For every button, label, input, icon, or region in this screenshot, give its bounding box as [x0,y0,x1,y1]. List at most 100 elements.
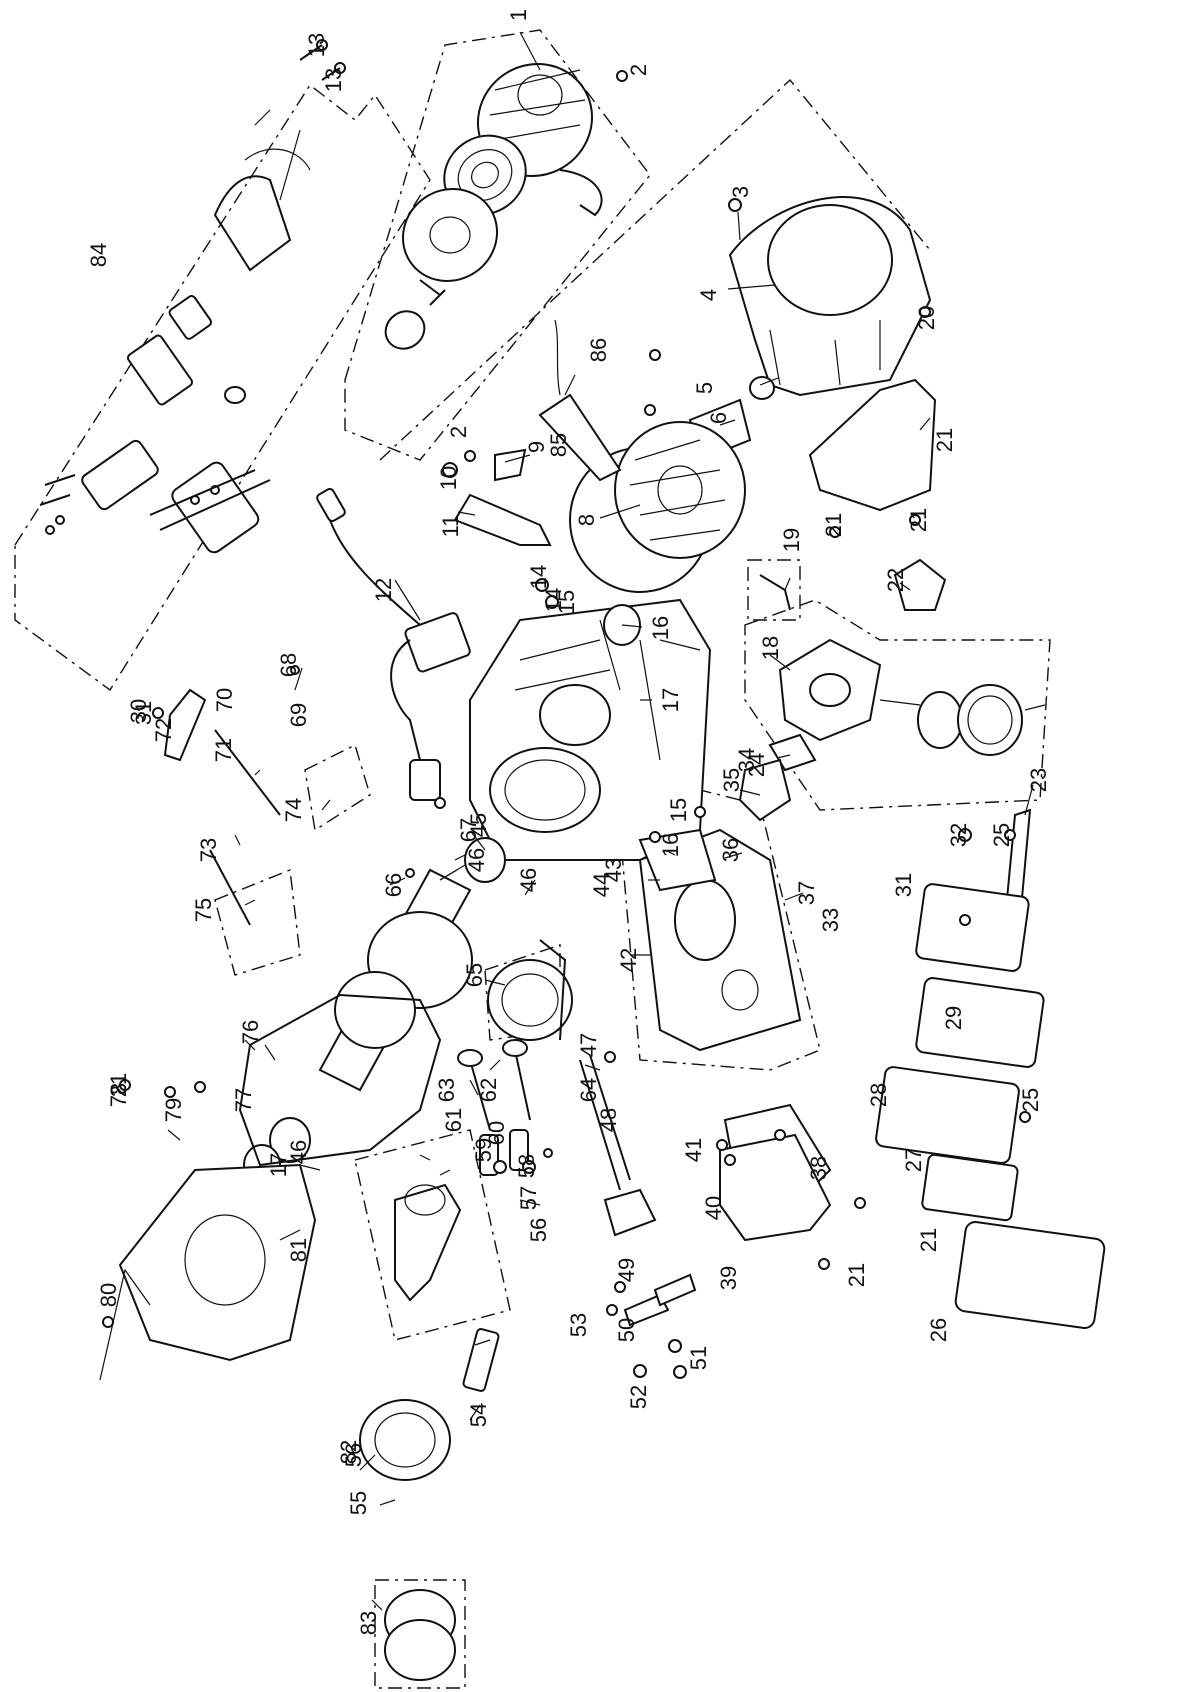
callout-68: 68 [276,653,301,677]
callout-83: 83 [356,1611,381,1635]
callout-82: 82 [336,1440,361,1464]
throttle-bracket [453,493,552,546]
callout-70: 70 [212,688,237,712]
callout-15: 15 [554,590,579,614]
callout-17: 17 [658,688,683,712]
callout-52: 52 [626,1385,651,1409]
callout-21-repeat: 21 [106,1073,131,1097]
callout-20: 20 [914,306,939,330]
callout-18: 18 [758,636,783,660]
flywheel [569,421,746,593]
switch-nut [442,462,458,478]
cover-bore [184,1214,266,1306]
ignition-coil [316,487,471,801]
callout-74: 74 [281,798,306,822]
callout-16: 16 [648,616,673,640]
crankcase-cover [118,1163,317,1362]
callout-14-repeat: 14 [541,588,566,612]
callout-31-repeat: 31 [131,701,156,725]
crankcase-gasket [238,993,442,1167]
callout-21-repeat: 21 [844,1263,869,1287]
air-cleaner-gasket-29 [915,977,1045,1068]
callout-56: 56 [526,1218,551,1242]
callout-85: 85 [546,433,571,457]
callout-46-repeat: 46 [464,848,489,872]
air-cleaner-cover-26 [954,1220,1106,1330]
callout-26: 26 [926,1318,951,1342]
callout-37: 37 [794,881,819,905]
callout-21-repeat: 21 [821,513,846,537]
callout-58: 58 [514,1154,539,1178]
group-outline-56 [354,1129,511,1341]
callout-67: 67 [456,818,481,842]
callout-33: 33 [818,908,843,932]
guide-wire [554,319,561,396]
callout-8: 8 [574,514,599,526]
callout-25: 25 [1018,1088,1043,1112]
callout-62: 62 [476,1078,501,1102]
callout-14: 14 [526,565,551,589]
filter-housing-28 [875,1066,1020,1165]
callout-46: 46 [516,868,541,892]
valve-cover-39 [719,1133,832,1242]
callout-1: 1 [506,9,531,21]
governor-spring [209,849,251,926]
callout-10: 10 [436,466,461,490]
shroud-plate [808,378,937,512]
connecting-rod [394,1183,462,1302]
callout-44: 44 [589,873,614,897]
callout-80: 80 [96,1283,121,1307]
callout-12: 12 [371,578,396,602]
callout-84: 84 [86,243,111,267]
cylinder-head [638,828,802,1052]
hardware [102,39,1031,1379]
governor-rod [214,729,281,816]
piston [359,1399,451,1481]
callout-64: 64 [576,1078,601,1102]
rocker-arm-b [653,1273,697,1307]
rocker-plate [603,1188,657,1237]
callout-23: 23 [1026,768,1051,792]
air-cleaner-base-31 [915,883,1030,972]
callout-75: 75 [191,898,216,922]
callout-53: 53 [566,1313,591,1337]
callout-76: 76 [238,1020,263,1044]
callout-35: 35 [719,768,744,792]
callout-36: 36 [718,838,743,862]
group-outline-75 [214,869,301,976]
callout-61: 61 [441,1108,466,1132]
callout-2: 2 [626,64,651,76]
callout-78: 78 [106,1083,131,1107]
callout-79: 79 [161,1098,186,1122]
recoil-starter-assembly [384,62,603,350]
valve-63 [514,1049,531,1121]
callout-24: 24 [744,753,769,777]
callout-73: 73 [196,838,221,862]
callout-11: 11 [438,515,463,538]
callout-50: 50 [614,1318,639,1342]
callout-59: 59 [471,1138,496,1162]
group-outline-74 [304,744,371,832]
callout-54: 54 [466,1403,491,1427]
callout-41: 41 [681,1138,706,1162]
callout-39: 39 [716,1266,741,1290]
rocker-arm-a [623,1293,670,1327]
blower-housing [728,196,932,397]
callout-4: 4 [696,289,721,301]
callout-72: 72 [151,718,176,742]
callout-25-repeat: 25 [989,823,1014,847]
group-outline-18 [744,599,1051,811]
callout-45: 45 [466,813,491,837]
callout-86: 86 [586,338,611,362]
callout-19: 19 [779,528,804,552]
leader-lines [99,31,1034,1611]
callout-46-repeat: 46 [286,1140,311,1164]
callout-2-repeat: 2 [446,426,471,438]
carburetor-assembly [778,638,1046,756]
callout-60: 60 [484,1121,509,1145]
callout-21: 21 [932,428,957,452]
pushrods [579,1054,631,1191]
camshaft-gear [487,939,573,1041]
choke-linkage-19 [759,574,791,611]
